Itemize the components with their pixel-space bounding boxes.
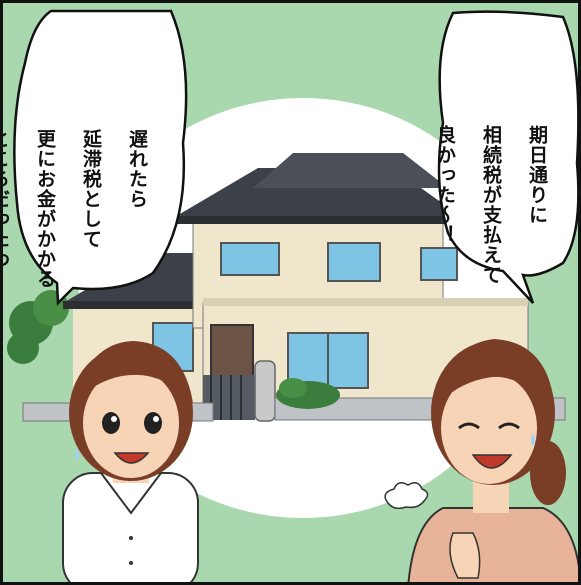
speech-left-line-1: 遅れたら: [126, 129, 148, 209]
speech-right-line-2: 相続税が支払えて: [480, 125, 502, 285]
speech-text-left: 遅れたら 延滞税として 更にお金がかかる ところだったわ: [3, 37, 171, 289]
speech-left-line-4: ところだったわ: [0, 129, 10, 269]
scene-illustration: [7, 9, 578, 582]
woman-right: [384, 339, 578, 582]
speech-right-line-1: 期日通りに: [526, 125, 548, 225]
speech-left-line-2: 延滞税として: [80, 129, 102, 249]
woman-left: [62, 341, 199, 582]
speech-right-line-3: 良かった～！: [434, 125, 456, 245]
speech-bubble-left: [13, 9, 188, 306]
speech-bubble-right: [437, 10, 578, 304]
speech-text-right: 期日通りに 相続税が支払えて 良かった～！: [434, 33, 571, 285]
speech-left-line-3: 更にお金がかかる: [34, 129, 56, 289]
